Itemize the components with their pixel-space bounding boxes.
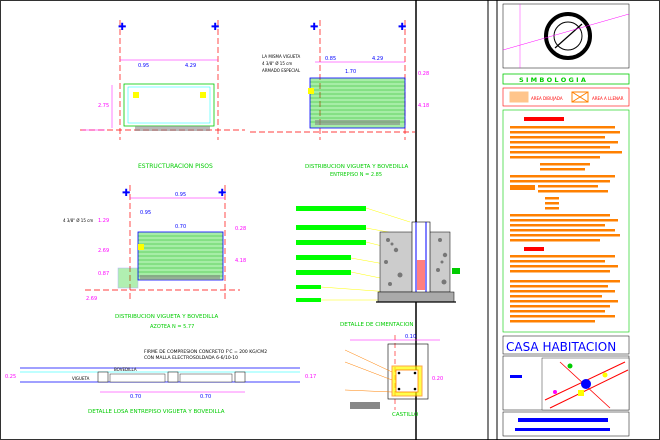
dim-label: 0.87 bbox=[98, 271, 109, 277]
legend-swatch-hatch bbox=[509, 91, 529, 103]
dim-label: 0.70 bbox=[200, 394, 211, 400]
dim-label: 0.25 bbox=[5, 374, 16, 380]
legend-swatch-cross bbox=[571, 91, 589, 103]
note-text: 4 3/8" Ø 15 cm bbox=[262, 61, 292, 66]
dim-label: 0.95 bbox=[138, 63, 149, 69]
losa-label: VIGUETA bbox=[72, 376, 90, 381]
dim-label: 0.70 bbox=[175, 224, 186, 230]
dim-label: 1.29 bbox=[98, 218, 109, 224]
plan-azotea: ✚ ✚ 4 3/8" Ø 15 cm 0.95 0.95 0.70 0.28 1… bbox=[63, 185, 246, 330]
detail-title: DETALLE LOSA ENTREPISO VIGUETA Y BOVEDIL… bbox=[88, 409, 225, 415]
detail-title: DETALLE DE CIMENTACION bbox=[340, 322, 414, 328]
dim-label: 2.75 bbox=[98, 103, 109, 109]
dim-label: 4.29 bbox=[185, 63, 196, 69]
dim-label: 0.28 bbox=[235, 226, 246, 232]
plan-title: ESTRUCTURACION PISOS bbox=[138, 163, 213, 170]
dim-label: 2.69 bbox=[98, 248, 109, 254]
dim-label: 4.29 bbox=[372, 56, 383, 62]
note-text: 4 3/8" Ø 15 cm bbox=[63, 218, 93, 223]
dim-label: 0.85 bbox=[325, 56, 336, 62]
svg-text:✚: ✚ bbox=[122, 188, 130, 199]
slab-note: FIRME DE COMPRESION CONCRETO F'C = 200 K… bbox=[144, 349, 267, 355]
legend-label: AREA A LLENAR bbox=[592, 96, 624, 101]
plan-title: DISTRIBUCION VIGUETA Y BOVEDILLA bbox=[115, 314, 219, 320]
slab-note: CON MALLA ELECTROSOLDADA 6-6/10-10 bbox=[144, 355, 238, 361]
note-text: ARMADO ESPECIAL bbox=[262, 68, 301, 73]
plan-entrepiso: ✚ ✚ LA MISMA VIGUETA 4 3/8" Ø 15 cm ARMA… bbox=[250, 20, 429, 178]
dim-label: 0.95 bbox=[140, 210, 151, 216]
project-name: CASA HABITACION bbox=[506, 340, 616, 354]
detail-castillo: 0.10 0.20 CASTILLO bbox=[344, 334, 443, 418]
plan-estructuracion: ✚ ✚ 0.95 4.29 2.75 ESTRUCTURACION PISOS bbox=[80, 20, 245, 170]
title-block: S I M B O L O G I A AREA DIBUJADA AREA A… bbox=[502, 3, 630, 437]
note-text: LA MISMA VIGUETA bbox=[262, 54, 301, 59]
detail-losa: FIRME DE COMPRESION CONCRETO F'C = 200 K… bbox=[5, 349, 316, 415]
svg-text:✚: ✚ bbox=[398, 22, 406, 33]
losa-label: BOVEDILLA bbox=[114, 367, 137, 372]
dim-label: 0.70 bbox=[130, 394, 141, 400]
svg-text:✚: ✚ bbox=[310, 22, 318, 33]
legend-label: AREA DIBUJADA bbox=[531, 96, 563, 101]
svg-text:✚: ✚ bbox=[211, 22, 219, 33]
dim-label: 0.20 bbox=[432, 376, 443, 382]
dim-label: 4.18 bbox=[418, 103, 429, 109]
dim-label: 0.10 bbox=[405, 334, 416, 340]
dim-label: 4.18 bbox=[235, 258, 246, 264]
simbologia-heading: S I M B O L O G I A bbox=[519, 76, 586, 84]
detail-title: CASTILLO bbox=[392, 412, 419, 418]
dim-label: 2.69 bbox=[86, 296, 97, 302]
svg-text:✚: ✚ bbox=[118, 22, 126, 33]
svg-text:✚: ✚ bbox=[218, 188, 226, 199]
dim-label: 0.28 bbox=[418, 71, 429, 77]
plan-subtitle: AZOTEA N = 5.77 bbox=[150, 324, 194, 330]
plan-subtitle: ENTREPISO N = 2.85 bbox=[330, 172, 382, 178]
plan-title: DISTRIBUCION VIGUETA Y BOVEDILLA bbox=[305, 164, 409, 170]
dim-label: 0.95 bbox=[175, 192, 186, 198]
detail-cimentacion: DETALLE DE CIMENTACION bbox=[296, 206, 460, 328]
dim-label: 1.70 bbox=[345, 69, 356, 75]
dim-label: 0.17 bbox=[305, 374, 316, 380]
